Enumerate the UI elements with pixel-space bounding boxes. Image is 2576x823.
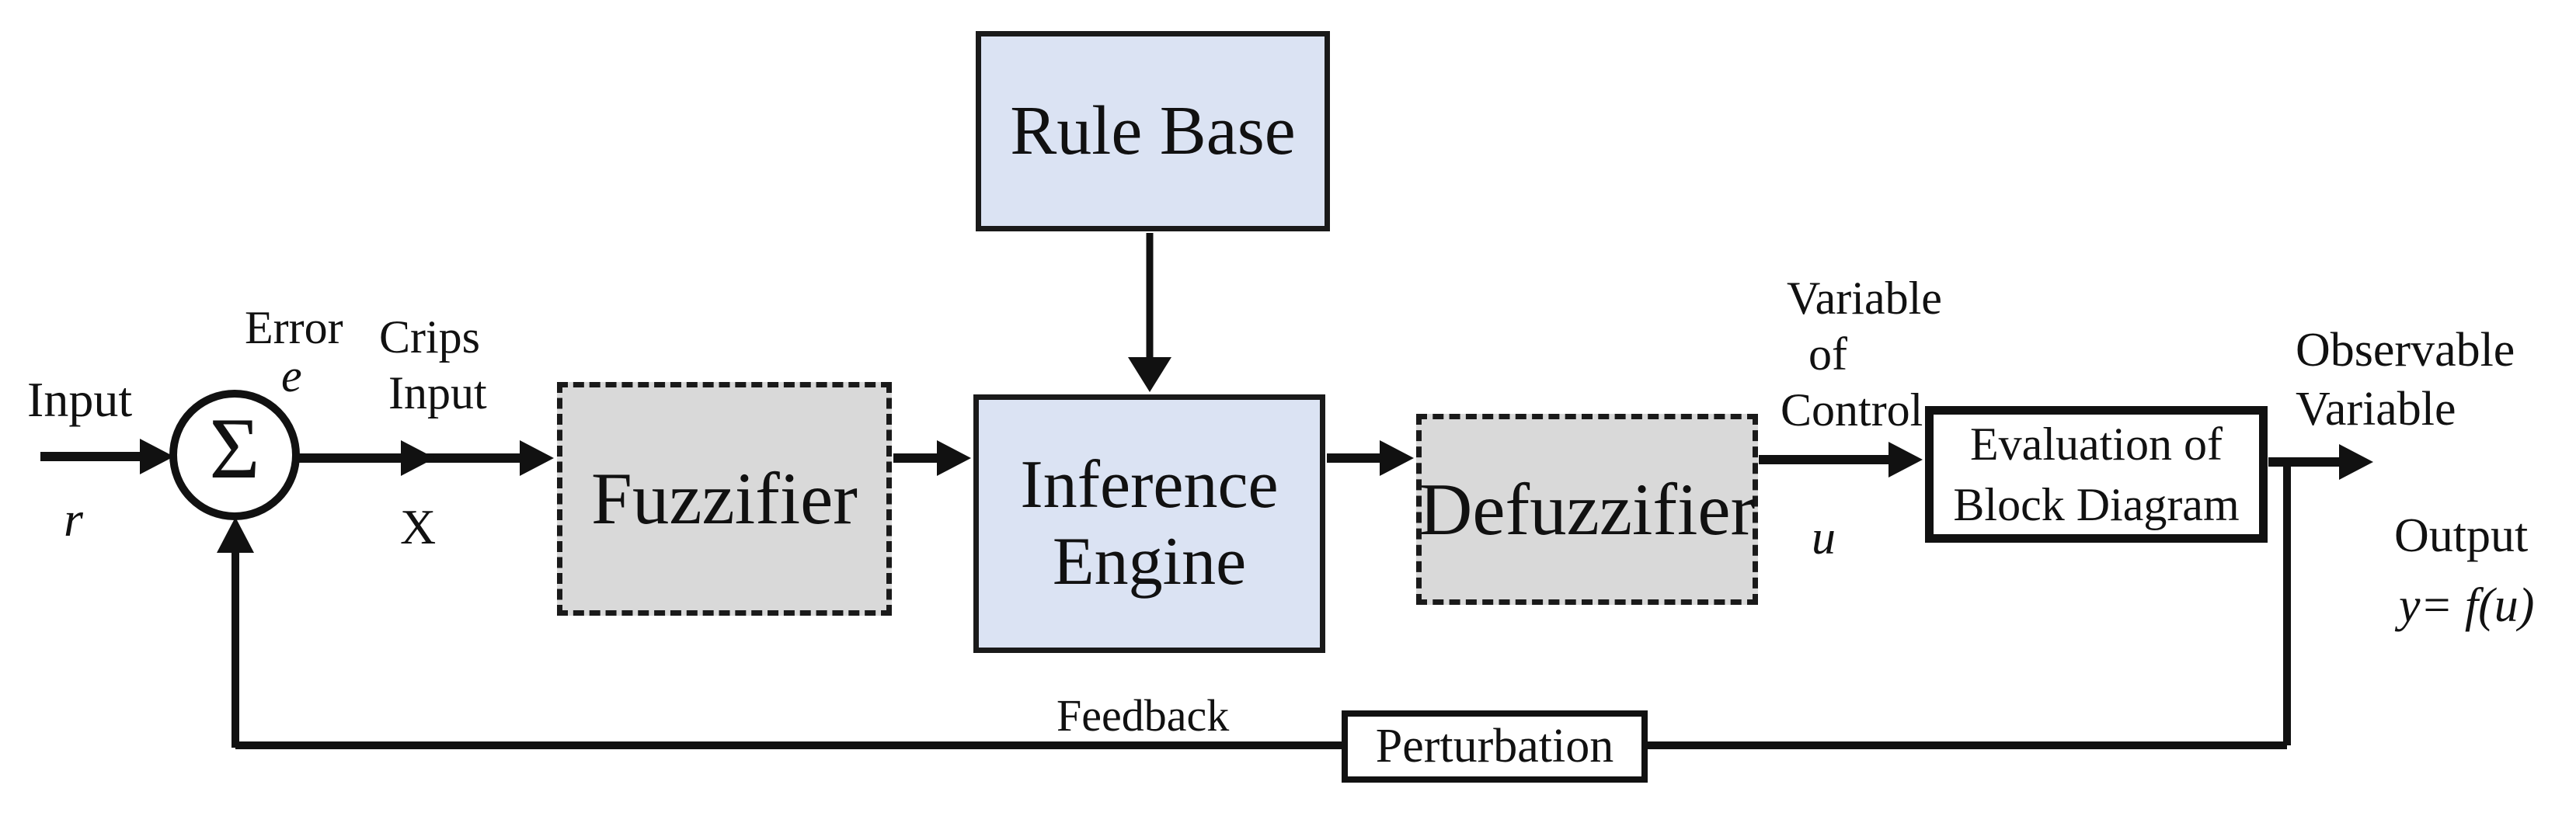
feedback-label: Feedback <box>1057 690 1230 741</box>
defuzzifier-label: Defuzzifier <box>1419 467 1756 550</box>
inference-defuzzifier-arrowhead <box>1380 440 1414 476</box>
r-variable-label: r <box>64 491 83 547</box>
observable-label: Observable <box>2296 324 2515 377</box>
rule-base-block: Rule Base <box>976 31 1330 231</box>
crips-input-label: Input <box>388 367 487 418</box>
of-label: of <box>1808 328 1847 380</box>
fuzzifier-label: Fuzzifier <box>591 457 858 540</box>
input-arrowhead <box>140 439 174 474</box>
sum-junction-circle <box>169 390 300 520</box>
rule-base-label: Rule Base <box>1010 92 1296 169</box>
perturbation-block: Perturbation <box>1342 710 1648 783</box>
e-variable-label: e <box>281 350 302 401</box>
observable-variable-label: Variable <box>2296 383 2456 436</box>
output-label: Output <box>2394 509 2529 562</box>
variable-label: Variable <box>1787 273 1942 324</box>
feedback-arrowhead <box>217 517 254 553</box>
fuzzifier-inference-arrowhead <box>937 440 971 476</box>
output-arrowhead <box>2339 444 2373 480</box>
control-label: Control <box>1781 384 1923 436</box>
u-variable-label: u <box>1812 512 1836 564</box>
x-variable-label: X <box>400 499 437 554</box>
error-end-arrowhead <box>520 440 554 476</box>
perturbation-label: Perturbation <box>1375 719 1614 773</box>
crips-label: Crips <box>379 311 481 363</box>
fuzzifier-block: Fuzzifier <box>557 382 892 616</box>
y-fu-label: y= f(u) <box>2399 579 2535 632</box>
rulebase-arrowhead <box>1128 357 1171 392</box>
error-mid-arrowhead <box>401 440 435 476</box>
input-label: Input <box>27 372 133 427</box>
control-variable-arrowhead <box>1888 442 1923 477</box>
error-label: Error <box>245 302 343 353</box>
sum-sigma-symbol: Σ <box>209 401 260 497</box>
defuzzifier-block: Defuzzifier <box>1416 414 1758 605</box>
